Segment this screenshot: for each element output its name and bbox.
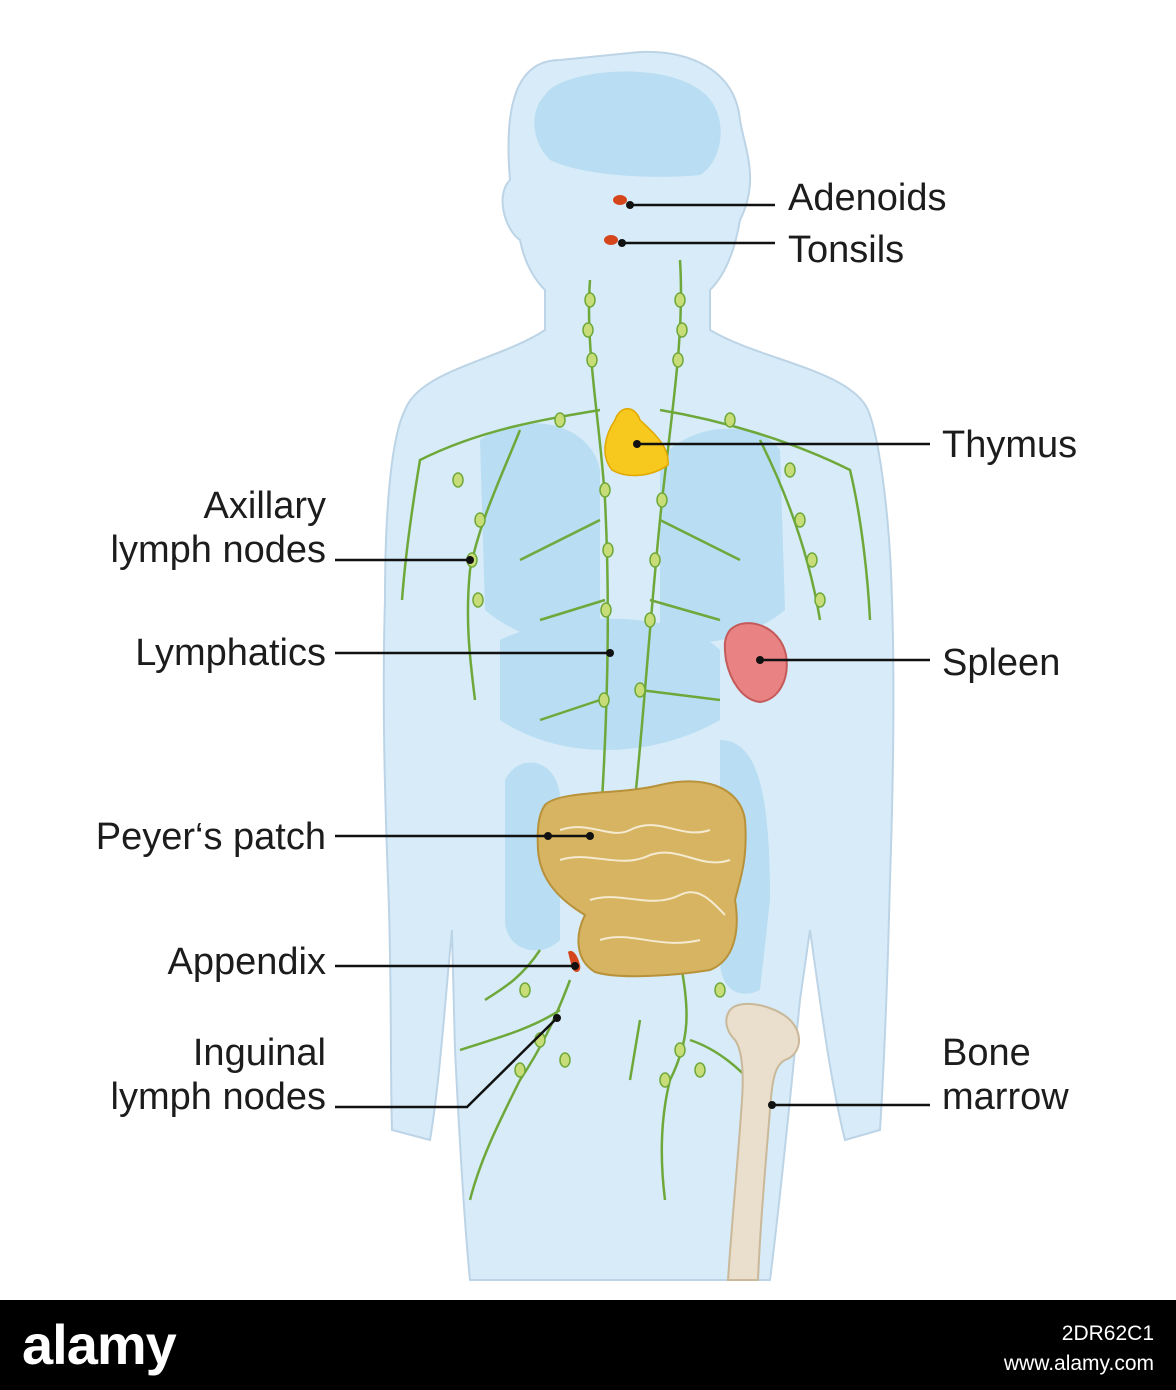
adenoids [613, 195, 627, 205]
liver [500, 619, 720, 750]
tonsils [604, 235, 618, 245]
label-lymphatics: Lymphatics [6, 631, 326, 675]
label-peyers-patch: Peyer‘s patch [6, 815, 326, 859]
left-lung [480, 423, 600, 644]
label-axillary-line2: lymph nodes [6, 528, 326, 572]
right-lung [660, 429, 785, 644]
label-thymus: Thymus [942, 423, 1077, 467]
watermark-footer: alamy 2DR62C1 www.alamy.com [0, 1300, 1176, 1390]
label-inguinal-lymph-nodes: Inguinal lymph nodes [6, 1031, 326, 1119]
label-inguinal-line2: lymph nodes [6, 1075, 326, 1119]
label-bone-marrow: Bone marrow [942, 1031, 1069, 1119]
brain [534, 71, 720, 176]
label-bone-line1: Bone [942, 1031, 1069, 1075]
label-inguinal-line1: Inguinal [6, 1031, 326, 1075]
label-appendix: Appendix [6, 940, 326, 984]
alamy-logo: alamy [22, 1312, 176, 1377]
label-axillary-lymph-nodes: Axillary lymph nodes [6, 484, 326, 572]
label-bone-line2: marrow [942, 1075, 1069, 1119]
label-tonsils: Tonsils [788, 228, 904, 272]
label-adenoids: Adenoids [788, 176, 946, 220]
label-spleen: Spleen [942, 641, 1060, 685]
label-axillary-line1: Axillary [6, 484, 326, 528]
site-url: www.alamy.com [1004, 1352, 1154, 1376]
image-code: 2DR62C1 [1062, 1322, 1154, 1346]
